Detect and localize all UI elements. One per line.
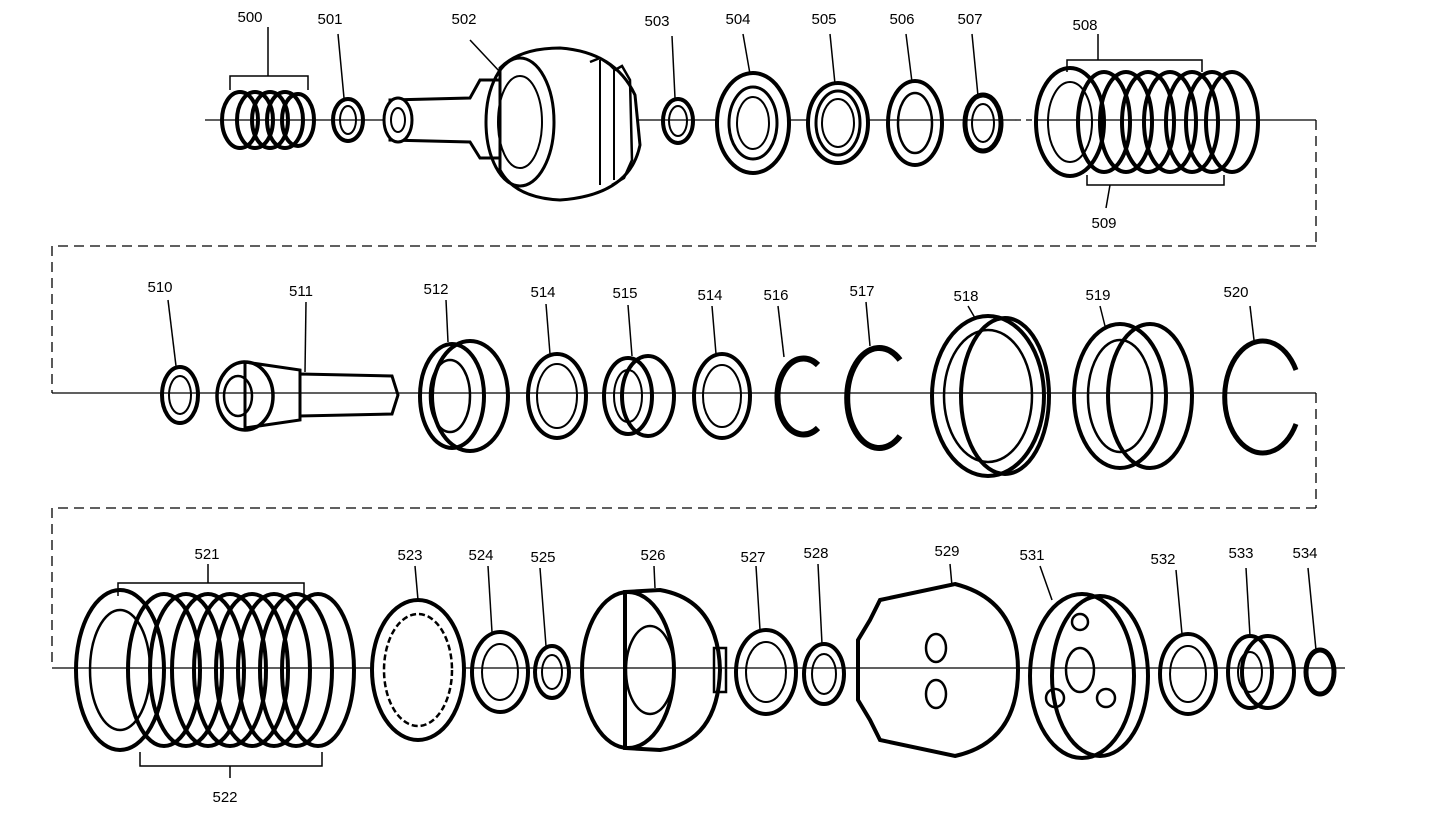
label-533: 533 [1228,545,1253,562]
label-527: 527 [740,549,765,566]
part-534-snap-ring [1303,567,1337,697]
label-529: 529 [934,543,959,560]
bracket-508 [1066,34,1203,72]
label-507: 507 [957,11,982,28]
label-520: 520 [1223,284,1248,301]
label-514b: 514 [697,287,722,304]
label-521: 521 [194,546,219,563]
label-517: 517 [849,283,874,300]
label-511: 511 [289,283,313,300]
part-532-thrust-bearing [1158,569,1218,716]
label-510: 510 [147,279,172,296]
label-522: 522 [212,789,237,806]
part-514b-thrust-washer [692,305,752,440]
label-505: 505 [811,11,836,28]
part-501-seal-ring [331,33,365,143]
label-525: 525 [530,549,555,566]
part-524-thrust-bearing [470,565,530,714]
label-506: 506 [889,11,914,28]
part-508-509-clutch-pack [1034,66,1260,178]
part-527-thrust-washer [734,565,798,716]
part-520-snap-ring [1222,305,1299,456]
part-503-bushing [661,35,695,145]
part-500-spring-set [220,90,316,150]
bracket-509 [1086,175,1225,209]
label-515: 515 [612,285,637,302]
label-509: 509 [1091,215,1116,232]
part-521-522-clutch-plates [74,588,356,752]
part-515-needle-bearing [602,304,676,438]
part-519-reaction-carrier [1072,305,1194,470]
label-512: 512 [423,281,448,298]
label-532: 532 [1150,551,1175,568]
label-516: 516 [763,287,788,304]
label-531: 531 [1019,547,1044,564]
label-514a: 514 [530,284,555,301]
part-504-piston [715,33,791,175]
label-528: 528 [803,545,828,562]
part-507-snap-ring [962,33,1004,154]
label-500: 500 [237,9,262,26]
label-534: 534 [1292,545,1317,562]
part-516-snap-ring [774,305,821,438]
part-529-drum [856,563,1021,759]
part-512-sun-gear [418,299,510,453]
part-528-bushing [802,563,846,706]
label-518: 518 [953,288,978,305]
part-514a-thrust-washer [526,303,588,440]
label-523: 523 [397,547,422,564]
axis-lines [51,119,1345,669]
part-510-thrust-bearing [160,299,200,425]
bracket-500 [229,27,309,90]
label-524: 524 [468,547,493,564]
part-531-carrier-assembly [1028,565,1150,760]
part-511-output-shaft [215,301,400,432]
part-523-reaction-plate [370,565,466,742]
part-533-sun-gear [1226,567,1296,710]
label-526: 526 [640,547,665,564]
part-labels: 500 501 502 503 504 505 506 507 508 509 … [147,9,1317,806]
part-525-bushing [533,567,571,700]
part-526-planet-carrier [580,565,728,753]
part-517-snap-ring [844,301,903,451]
part-518-ring-gear [930,305,1051,478]
label-508: 508 [1072,17,1097,34]
label-503: 503 [644,13,669,30]
label-519: 519 [1085,287,1110,304]
bracket-521 [117,564,305,596]
bracket-522 [139,752,323,778]
part-506-thrust-washer [886,33,944,167]
label-501: 501 [317,11,342,28]
label-502: 502 [451,11,476,28]
part-502-input-housing [382,39,642,202]
part-505-spring-retainer [806,33,870,165]
label-504: 504 [725,11,750,28]
